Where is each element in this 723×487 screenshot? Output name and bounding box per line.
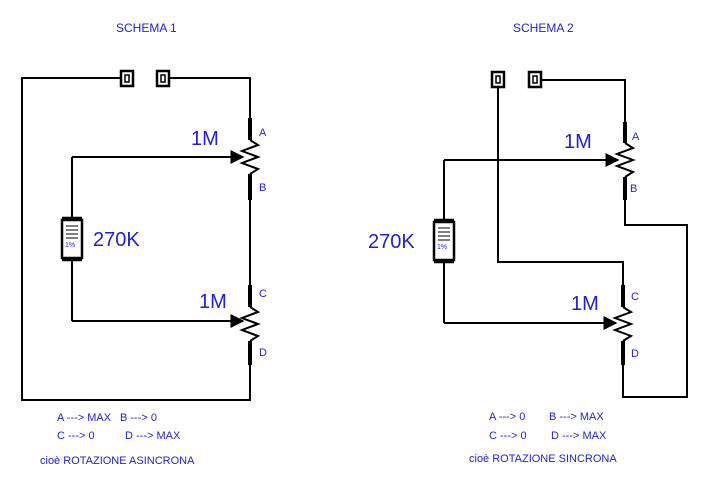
schema1-summary: cioè ROTAZIONE ASINCRONA xyxy=(40,455,195,467)
schema2-terminal-right xyxy=(527,70,543,89)
schema2-pin-b: B xyxy=(630,183,638,195)
schema1-pot-bottom-value: 1M xyxy=(199,291,227,313)
schema2-note-line2-part1: C ---> 0 xyxy=(489,430,527,442)
schema2-circuit xyxy=(432,70,688,398)
schema1-resistor-tolerance: 1% xyxy=(65,242,76,249)
schema1-pin-d: D xyxy=(259,347,267,359)
schema1-note-line2-part1: C ---> 0 xyxy=(57,430,95,442)
schema2-pin-a: A xyxy=(632,131,640,143)
schema1-wire-outer xyxy=(21,77,251,401)
schema2-wire-top xyxy=(541,79,626,122)
schema1-terminal-left xyxy=(119,69,135,88)
schema2-pin-d: D xyxy=(631,348,639,360)
schema1-terminal-right xyxy=(155,69,171,88)
schema1-pin-c: C xyxy=(259,288,267,300)
schema2-resistor-tolerance: 1% xyxy=(437,244,448,251)
schema1-resistor-value: 270K xyxy=(93,229,140,251)
schema1-title: SCHEMA 1 xyxy=(116,21,177,35)
schema1-resistor-body xyxy=(60,218,84,260)
schema1-circuit xyxy=(21,69,261,401)
schema2-summary: cioè ROTAZIONE SINCRONA xyxy=(469,453,617,465)
schema1-wire-top xyxy=(169,77,251,118)
schema2-title: SCHEMA 2 xyxy=(513,21,574,35)
schema1-pin-b: B xyxy=(259,182,267,194)
schema2-wire-cross xyxy=(622,200,688,398)
schema1-pot-top-value: 1M xyxy=(191,128,219,150)
schema2-note-line2-part2: D ---> MAX xyxy=(551,430,607,442)
schema2-pin-c: C xyxy=(631,291,639,303)
schema1-pot-bottom-zigzag xyxy=(239,306,261,342)
schema1-note-line1-part1: A ---> MAX xyxy=(57,412,112,424)
schema2-pot-bottom-zigzag xyxy=(612,306,634,342)
schema1-pot-top-zigzag xyxy=(239,139,261,175)
schema2-terminal-left xyxy=(490,70,506,89)
schema2-note-line1-part2: B ---> MAX xyxy=(549,411,604,423)
schema1-note-line2-part2: D ---> MAX xyxy=(125,430,181,442)
schema2-resistor-value: 270K xyxy=(368,231,415,253)
schema2-pot-bottom-value: 1M xyxy=(571,293,599,315)
schema1-pin-a: A xyxy=(259,127,267,139)
schema2-pot-top-value: 1M xyxy=(564,131,592,153)
schema2-pot-top-zigzag xyxy=(614,142,636,178)
schema2-resistor-body xyxy=(432,220,456,262)
schema2-wire-left xyxy=(497,87,624,285)
schema2-note-line1-part1: A ---> 0 xyxy=(489,411,526,423)
schema1-note-line1-part2: B ---> 0 xyxy=(120,412,157,424)
